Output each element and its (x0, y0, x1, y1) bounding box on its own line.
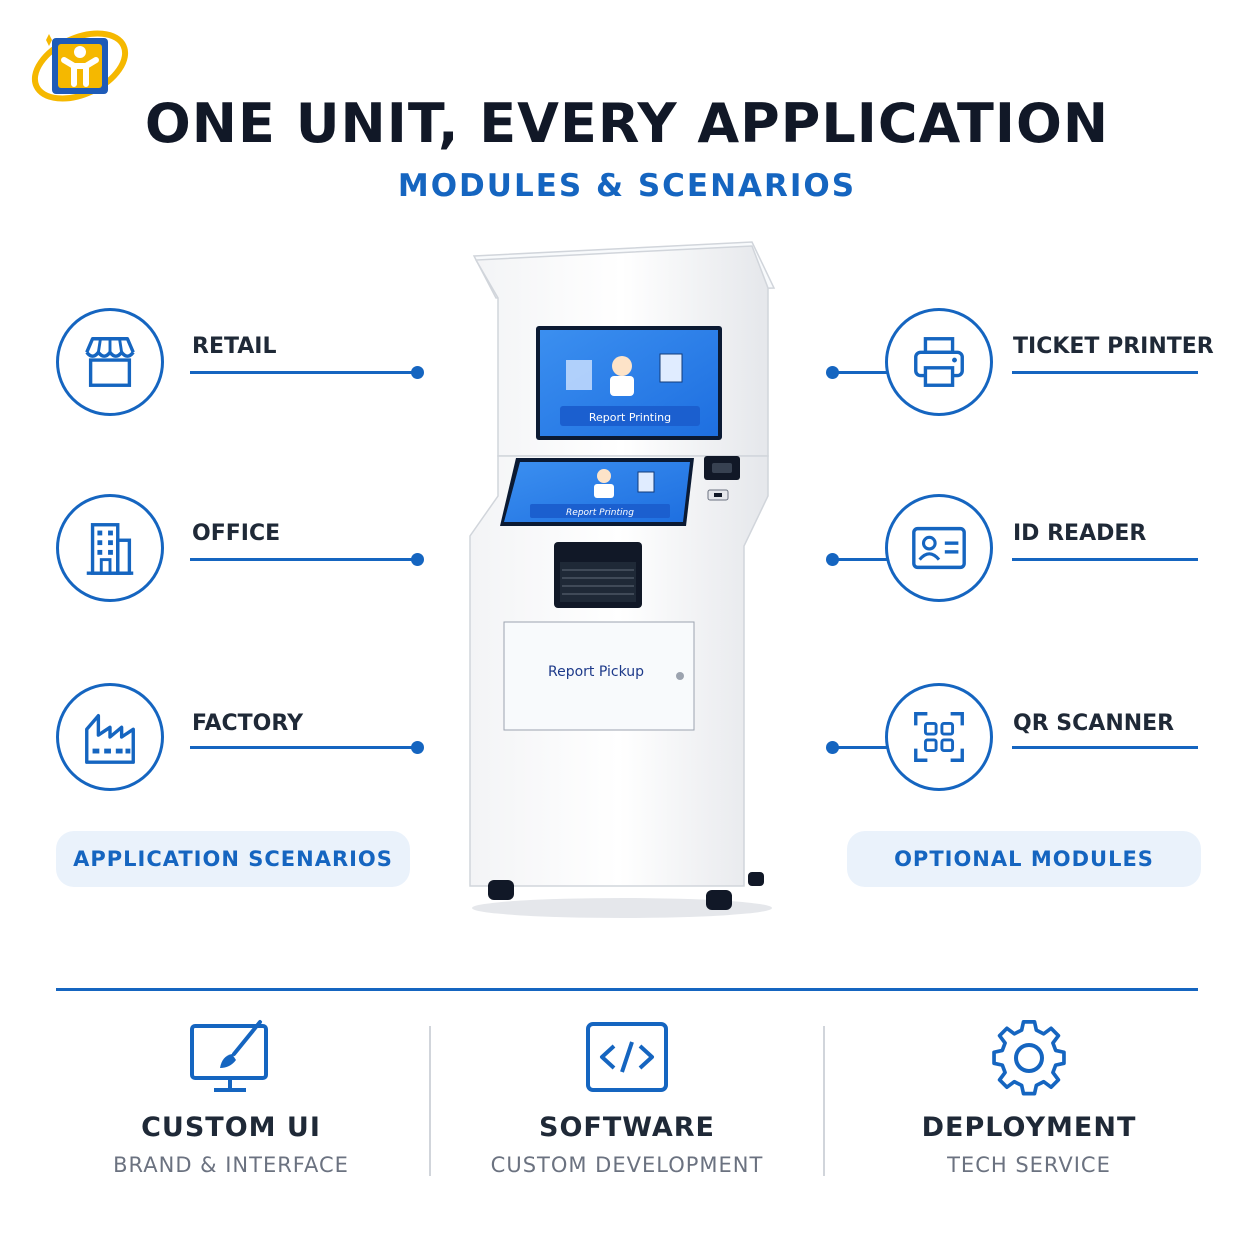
connector-line (832, 558, 888, 561)
id-reader-circle (885, 494, 993, 602)
pickup-panel-label: Report Pickup (548, 664, 644, 680)
deployment-subtitle: TECH SERVICE (947, 1153, 1111, 1177)
module-label-qr-scanner: QR SCANNER (1013, 711, 1175, 736)
software-title: SOFTWARE (539, 1112, 715, 1143)
connector-line (1012, 558, 1198, 561)
column-separator (823, 1026, 825, 1176)
software-feature: SOFTWARE CUSTOM DEVELOPMENT (437, 1018, 817, 1177)
id-card-icon (912, 526, 966, 570)
scenario-label-retail: RETAIL (192, 334, 277, 359)
deployment-title: DEPLOYMENT (921, 1112, 1137, 1143)
office-building-icon (86, 523, 134, 575)
module-label-id-reader: ID READER (1013, 521, 1147, 546)
optional-modules-pill: OPTIONAL MODULES (847, 831, 1201, 887)
connector-dot (411, 366, 424, 379)
brand-logo-icon (31, 30, 129, 102)
bottom-screen-label: Report Printing (566, 508, 634, 518)
code-icon (586, 1022, 668, 1092)
brand-logo (28, 26, 132, 106)
factory-icon (85, 713, 135, 764)
retail-circle (56, 308, 164, 416)
monitor-brush-icon (190, 1020, 268, 1092)
kiosk-illustration: Report Printing Report Printing Report P… (462, 236, 792, 926)
column-separator (429, 1026, 431, 1176)
scenario-label-factory: FACTORY (192, 711, 304, 736)
qr-scanner-circle (885, 683, 993, 791)
factory-circle (56, 683, 164, 791)
connector-line (832, 371, 888, 374)
top-screen-label: Report Printing (589, 411, 671, 424)
connector-line (190, 746, 416, 749)
page-title: ONE UNIT, EVERY APPLICATION (144, 92, 1110, 155)
gear-icon (992, 1020, 1066, 1096)
application-scenarios-pill: APPLICATION SCENARIOS (56, 831, 410, 887)
software-subtitle: CUSTOM DEVELOPMENT (490, 1153, 764, 1177)
page-subtitle: MODULES & SCENARIOS (397, 168, 857, 204)
connector-line (190, 371, 416, 374)
custom-ui-title: CUSTOM UI (141, 1112, 321, 1143)
store-icon (85, 337, 135, 387)
connector-line (1012, 371, 1198, 374)
custom-ui-subtitle: BRAND & INTERFACE (113, 1153, 349, 1177)
connector-dot (411, 553, 424, 566)
printer-icon (914, 337, 964, 387)
connector-line (832, 746, 888, 749)
module-label-ticket-printer: TICKET PRINTER (1013, 334, 1214, 359)
qr-scanner-icon (914, 712, 964, 762)
connector-line (190, 558, 416, 561)
custom-ui-feature: CUSTOM UI BRAND & INTERFACE (41, 1018, 421, 1177)
connector-line (1012, 746, 1198, 749)
connector-dot (411, 741, 424, 754)
ticket-printer-circle (885, 308, 993, 416)
scenario-label-office: OFFICE (192, 521, 281, 546)
deployment-feature: DEPLOYMENT TECH SERVICE (839, 1018, 1219, 1177)
section-divider (56, 988, 1198, 991)
office-circle (56, 494, 164, 602)
